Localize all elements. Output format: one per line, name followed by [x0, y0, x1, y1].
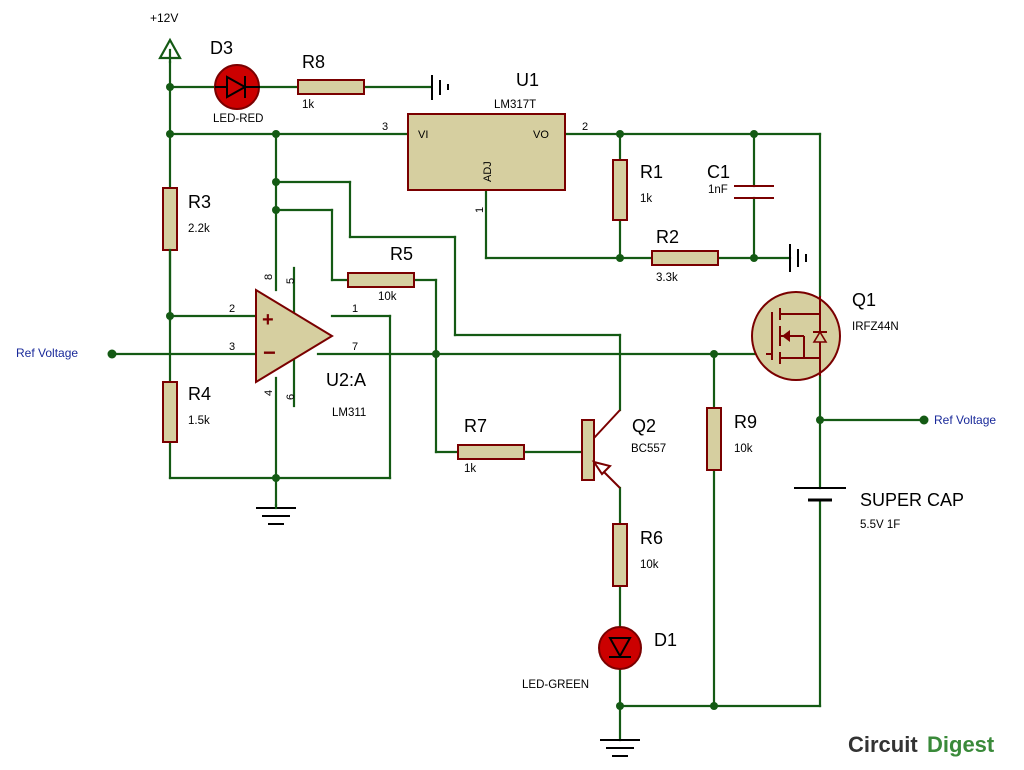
resistor-r1: R1 1k [612, 159, 663, 221]
r8-value: 1k [302, 99, 314, 111]
u2-pin1: 1 [352, 303, 358, 315]
d1-value: LED-GREEN [522, 679, 589, 691]
q2-value: BC557 [631, 443, 666, 455]
supercap-value: 5.5V 1F [860, 519, 900, 531]
r5-name: R5 [390, 244, 413, 264]
resistor-r6: R6 10k [612, 523, 663, 587]
u2-plus: + [262, 309, 274, 331]
resistor-r8: R8 1k [297, 52, 365, 111]
r1-name: R1 [640, 162, 663, 182]
r6-name: R6 [640, 528, 663, 548]
u2-minus: − [263, 340, 276, 365]
u2-pin8: 8 [263, 274, 275, 280]
r3-name: R3 [188, 192, 211, 212]
u1-pin-vo: VO [533, 129, 549, 141]
r1-value: 1k [640, 193, 652, 205]
u1-pin-vi: VI [418, 129, 428, 141]
r2-name: R2 [656, 227, 679, 247]
c1-name: C1 [707, 162, 730, 182]
u2-pin6: 6 [285, 394, 297, 400]
u1-value: LM317T [494, 99, 536, 111]
led-d1: D1 LED-GREEN [522, 626, 677, 691]
c1-value: 1nF [708, 184, 728, 196]
u2-pin4: 4 [263, 390, 275, 396]
junctions [107, 83, 929, 710]
circuitdigest-logo: Circuit Digest [848, 732, 995, 757]
r4-value: 1.5k [188, 415, 210, 427]
u2-pin5: 5 [285, 278, 297, 284]
led-d3: D3 LED-RED [210, 38, 263, 125]
resistor-r5: R5 10k [347, 244, 415, 303]
ground-r8 [431, 75, 449, 100]
supercap-name: SUPER CAP [860, 490, 964, 510]
brand-part2: Digest [927, 732, 995, 757]
r3-value: 2.2k [188, 223, 210, 235]
u2-pin3: 3 [229, 341, 235, 353]
resistor-r7: R7 1k [457, 416, 525, 475]
u2-value: LM311 [332, 407, 366, 419]
u1-name: U1 [516, 70, 539, 90]
q1-name: Q1 [852, 290, 876, 310]
r8-name: R8 [302, 52, 325, 72]
transistor-q2: Q2 BC557 [581, 409, 666, 489]
r9-name: R9 [734, 412, 757, 432]
u1-pin-adj: ADJ [482, 161, 494, 182]
r2-value: 3.3k [656, 272, 678, 284]
resistor-r9: R9 10k [706, 407, 757, 471]
u1-pin2: 2 [582, 121, 588, 133]
supercap: SUPER CAP 5.5V 1F [794, 487, 964, 531]
u1-pin3: 3 [382, 121, 388, 133]
capacitor-c1: C1 1nF [707, 162, 774, 199]
r7-value: 1k [464, 463, 476, 475]
resistor-r4: R4 1.5k [162, 381, 211, 443]
q1-value: IRFZ44N [852, 321, 899, 333]
u1-pin1: 1 [474, 207, 486, 213]
supply-label: +12V [150, 11, 178, 25]
r9-value: 10k [734, 443, 753, 455]
d3-name: D3 [210, 38, 233, 58]
ref-in-terminal [107, 349, 117, 359]
q2-name: Q2 [632, 416, 656, 436]
ref-voltage-out-label: Ref Voltage [934, 413, 996, 427]
u2-pin7: 7 [352, 341, 358, 353]
r6-value: 10k [640, 559, 659, 571]
u2-pin2: 2 [229, 303, 235, 315]
r4-name: R4 [188, 384, 211, 404]
resistor-r3: R3 2.2k [162, 187, 211, 251]
r7-name: R7 [464, 416, 487, 436]
d3-value: LED-RED [213, 113, 263, 125]
ref-out-terminal [919, 415, 929, 425]
r5-value: 10k [378, 291, 397, 303]
ground-c1 [789, 244, 807, 272]
resistor-r2: R2 3.3k [651, 227, 719, 284]
ref-voltage-in-label: Ref Voltage [16, 346, 78, 360]
u2-name: U2:A [326, 370, 366, 390]
comparator-u2: + − 8 5 2 3 1 7 4 6 U2:A LM311 [229, 266, 366, 419]
ground-d1 [600, 739, 640, 757]
mosfet-q1: Q1 IRFZ44N [751, 290, 899, 381]
brand-part1: Circuit [848, 732, 918, 757]
ground-opamp [256, 503, 296, 525]
d1-name: D1 [654, 630, 677, 650]
supply-terminal: +12V [150, 11, 182, 64]
regulator-u1: VI VO ADJ 3 2 1 U1 LM317T [382, 70, 588, 213]
